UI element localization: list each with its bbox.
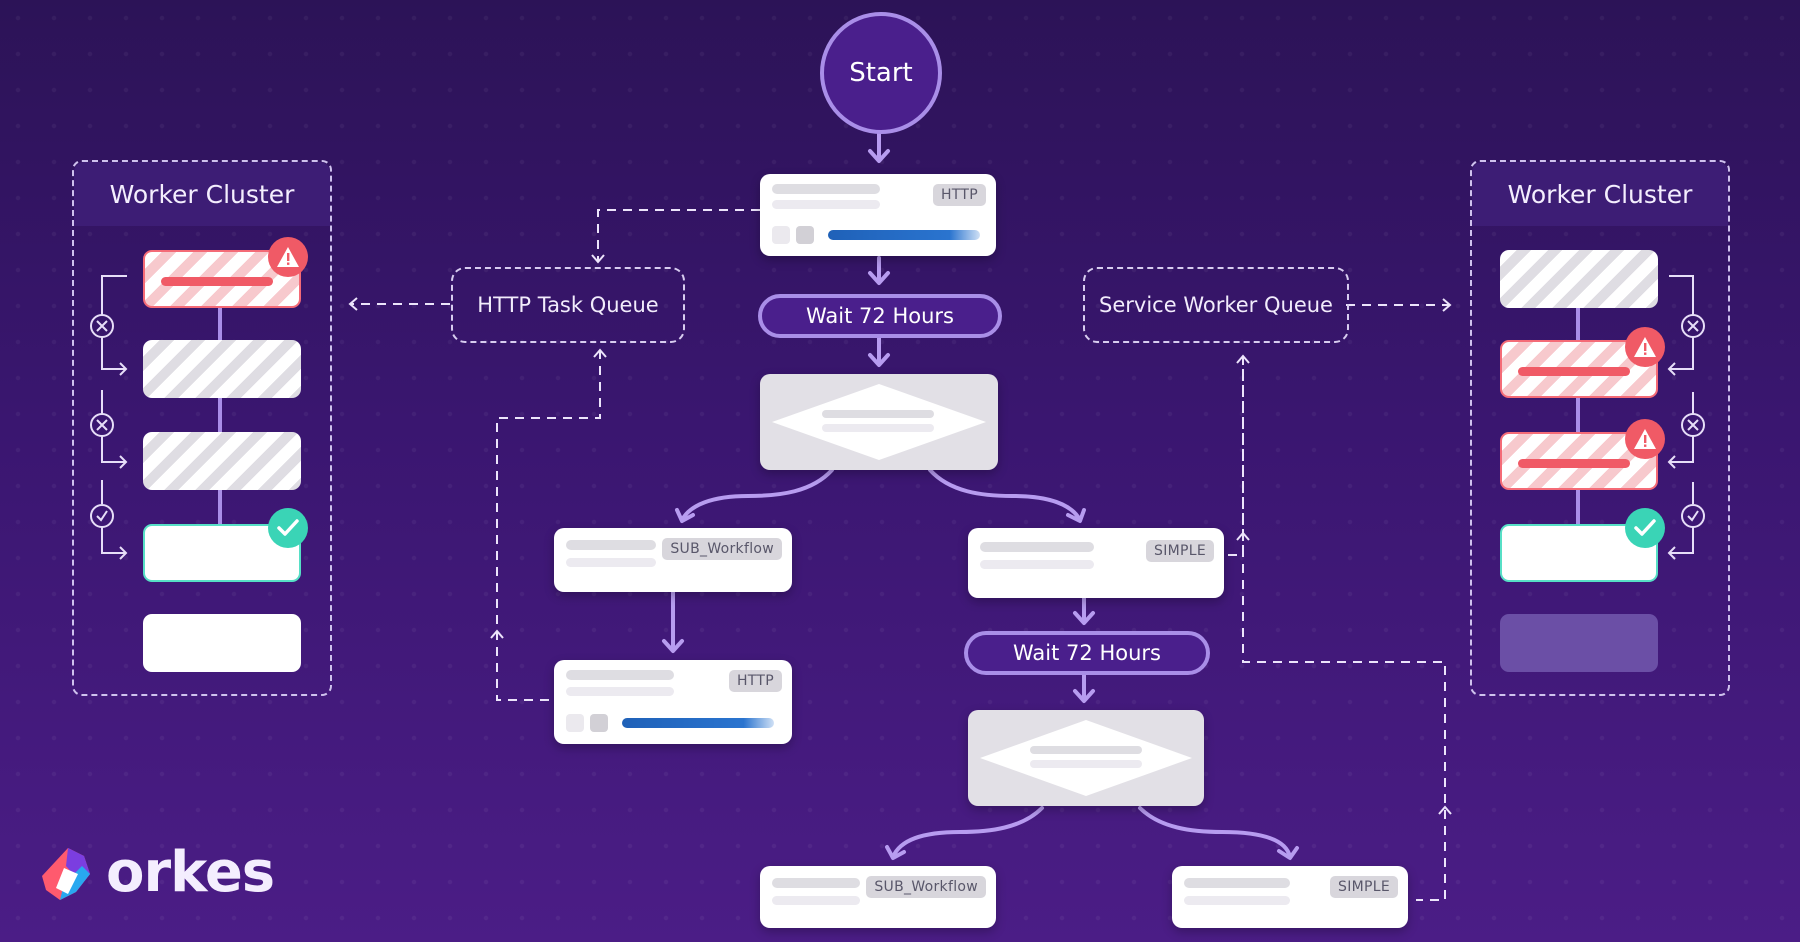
- orkes-logo: orkes: [38, 840, 275, 914]
- start-label: Start: [849, 58, 913, 88]
- service-worker-queue: Service Worker Queue: [1083, 267, 1349, 343]
- checkmark-icon: [268, 508, 308, 548]
- cluster-header: Worker Cluster: [1472, 162, 1728, 226]
- placeholder-bar: [772, 184, 880, 194]
- placeholder-square: [772, 226, 790, 244]
- decision-node: [760, 374, 998, 470]
- sub-workflow-task-card: SUB_Workflow: [554, 528, 792, 592]
- worker-card-idle: [143, 340, 301, 398]
- task-type-tag: SUB_Workflow: [662, 538, 782, 560]
- progress-bar: [622, 718, 774, 728]
- warning-triangle-icon: [1625, 327, 1665, 367]
- http-task-card: HTTP: [760, 174, 996, 256]
- decision-diamond: [772, 384, 986, 460]
- worker-card-idle: [143, 432, 301, 490]
- task-type-tag: HTTP: [932, 184, 986, 206]
- cluster-title: Worker Cluster: [1507, 179, 1693, 209]
- placeholder-bar: [566, 670, 674, 680]
- task-type-tag: SIMPLE: [1146, 540, 1214, 562]
- error-bar: [1518, 367, 1630, 376]
- worker-card-success: [143, 524, 301, 582]
- placeholder-square: [566, 714, 584, 732]
- worker-card-error: [1500, 340, 1658, 398]
- decision-diamond: [980, 720, 1192, 796]
- http-task-queue-label: HTTP Task Queue: [477, 293, 659, 317]
- placeholder-bar: [772, 878, 860, 888]
- placeholder-square: [590, 714, 608, 732]
- cluster-header: Worker Cluster: [74, 162, 330, 226]
- placeholder-bar: [772, 200, 880, 209]
- left-worker-cluster: Worker Cluster: [72, 160, 332, 696]
- task-type-tag: SUB_Workflow: [866, 876, 986, 898]
- task-type-tag: HTTP: [728, 670, 782, 692]
- placeholder-bar: [1184, 878, 1290, 888]
- task-type-tag: SIMPLE: [1330, 876, 1398, 898]
- wait-label: Wait 72 Hours: [806, 304, 954, 328]
- sub-workflow-task-card: SUB_Workflow: [760, 866, 996, 928]
- warning-triangle-icon: [1625, 419, 1665, 459]
- progress-bar: [828, 230, 980, 240]
- cluster-title: Worker Cluster: [109, 179, 295, 209]
- start-node: Start: [820, 12, 942, 134]
- placeholder-bar: [772, 896, 860, 905]
- placeholder-bar: [566, 540, 656, 550]
- wait-node: Wait 72 Hours: [964, 631, 1210, 675]
- checkmark-icon: [1625, 508, 1665, 548]
- placeholder-bar: [980, 542, 1094, 552]
- simple-task-card: SIMPLE: [968, 528, 1224, 598]
- orkes-logo-mark: [42, 848, 90, 900]
- error-bar: [161, 277, 273, 286]
- wait-node: Wait 72 Hours: [758, 294, 1002, 338]
- http-task-queue: HTTP Task Queue: [451, 267, 685, 343]
- decision-node: [968, 710, 1204, 806]
- worker-card-idle: [1500, 250, 1658, 308]
- error-bar: [1518, 459, 1630, 468]
- right-worker-cluster: Worker Cluster: [1470, 160, 1730, 696]
- service-worker-queue-label: Service Worker Queue: [1099, 293, 1333, 317]
- placeholder-bar: [980, 560, 1094, 569]
- placeholder-bar: [566, 558, 656, 567]
- http-task-card: HTTP: [554, 660, 792, 744]
- wait-label: Wait 72 Hours: [1013, 641, 1161, 665]
- placeholder-bar: [1184, 896, 1290, 905]
- worker-card-pending: [1500, 614, 1658, 672]
- placeholder-square: [796, 226, 814, 244]
- simple-task-card: SIMPLE: [1172, 866, 1408, 928]
- brand-name: orkes: [106, 840, 275, 905]
- warning-triangle-icon: [268, 237, 308, 277]
- worker-card-available: [143, 614, 301, 672]
- placeholder-bar: [566, 687, 674, 696]
